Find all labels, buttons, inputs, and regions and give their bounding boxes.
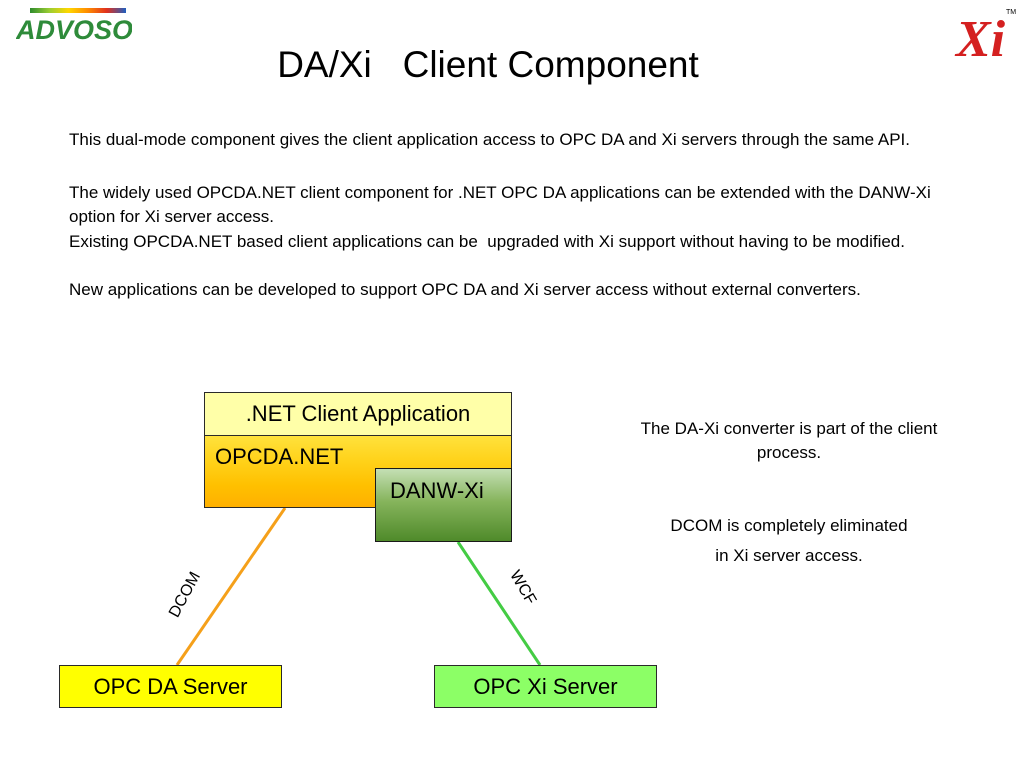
existing-apps-paragraph: Existing OPCDA.NET based client applicat… (69, 232, 905, 251)
xi-logo: Xi TM (954, 9, 1016, 66)
dcom-note-line-2: in Xi server access. (715, 546, 863, 565)
opc-da-server-box: OPC DA Server (59, 665, 282, 708)
opc-xi-server-box: OPC Xi Server (434, 665, 657, 708)
wcf-connection-line (456, 541, 542, 666)
converter-note: The DA-Xi converter is part of the clien… (640, 419, 938, 462)
new-apps-paragraph: New applications can be developed to sup… (69, 280, 861, 299)
page-title: DA/Xi Client Component (277, 44, 699, 85)
danw-xi-box (375, 468, 512, 542)
advosol-logo: ADVOSOL (16, 8, 132, 42)
advosol-logo-text: ADVOSOL (16, 15, 132, 42)
svg-text:TM: TM (1006, 9, 1016, 16)
dcom-eliminated-note: DCOM is completely eliminated in Xi serv… (619, 511, 959, 571)
intro-paragraph: This dual-mode component gives the clien… (69, 130, 910, 149)
opcda-net-paragraph: The widely used OPCDA.NET client compone… (69, 183, 931, 226)
danw-xi-label: DANW-Xi (390, 478, 484, 503)
net-client-application-box: .NET Client Application (204, 392, 512, 436)
dcom-note-line-1: DCOM is completely eliminated (670, 516, 908, 535)
dcom-connection-line (175, 507, 287, 666)
opcda-net-label: OPCDA.NET (215, 444, 344, 469)
svg-text:Xi: Xi (954, 11, 1006, 66)
